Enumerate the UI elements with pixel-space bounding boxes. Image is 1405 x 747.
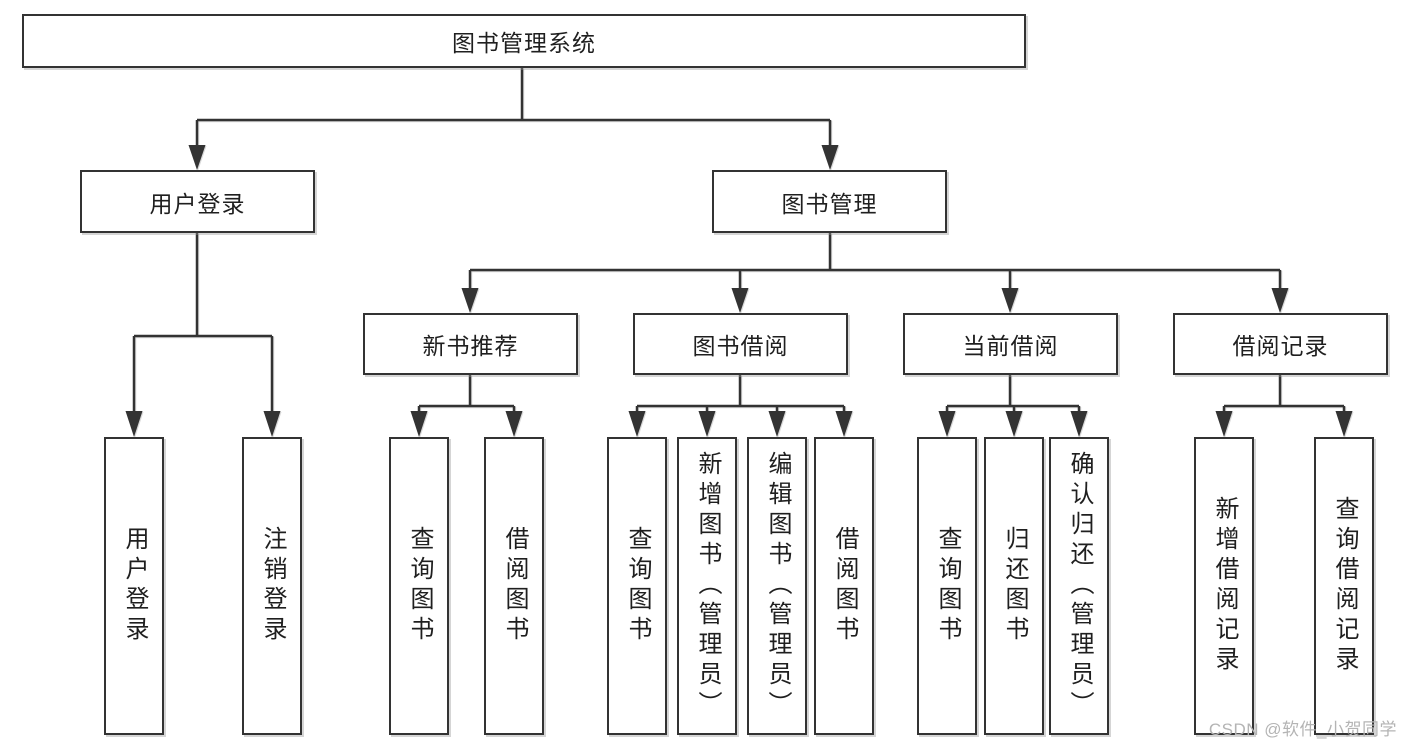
arrow-icon [835, 411, 853, 437]
connector-book-borrowing-trunk [635, 375, 846, 412]
arrow-icon [1271, 288, 1289, 313]
node-book-management-label: 图书管理 [781, 190, 878, 217]
arrow-icon [731, 288, 749, 313]
node-borrowing-records: 借阅记录 [1173, 313, 1388, 375]
leaf-logout-label: 注销登录 [259, 526, 286, 646]
leaf-user-login-label: 用户登录 [121, 526, 148, 646]
leaf-query-borrow-record-label: 查询借阅记录 [1331, 496, 1358, 676]
arrow-icon [698, 411, 716, 437]
arrowheads [125, 145, 1353, 437]
arrow-icon [938, 411, 956, 437]
arrow-icon [821, 145, 839, 170]
leaf-edit-books-admin: 编辑图书（管理员） [747, 437, 807, 735]
node-current-borrowing-label: 当前借阅 [962, 333, 1059, 359]
node-new-book-recommendation-label: 新书推荐 [422, 333, 519, 359]
leaf-borrow-books-1: 借阅图书 [484, 437, 544, 735]
node-root-label: 图书管理系统 [452, 30, 596, 56]
node-root: 图书管理系统 [22, 14, 1026, 68]
leaf-confirm-return-admin: 确认归还（管理员） [1049, 437, 1109, 735]
leaf-add-borrow-record: 新增借阅记录 [1194, 437, 1254, 735]
node-book-management: 图书管理 [712, 170, 947, 233]
connector-root-trunk [195, 68, 832, 146]
connector-book-management-trunk [468, 233, 1282, 290]
arrow-icon [461, 288, 479, 313]
leaf-logout: 注销登录 [242, 437, 302, 735]
arrow-icon [768, 411, 786, 437]
leaf-edit-books-admin-label: 编辑图书（管理员） [764, 451, 791, 721]
leaf-borrow-books-1-label: 借阅图书 [501, 526, 528, 646]
node-current-borrowing: 当前借阅 [903, 313, 1118, 375]
arrow-icon [125, 411, 143, 437]
leaf-query-books-1: 查询图书 [389, 437, 449, 735]
leaf-query-books-3-label: 查询图书 [934, 526, 961, 646]
arrow-icon [505, 411, 523, 437]
leaf-return-books-label: 归还图书 [1001, 526, 1028, 646]
connector-user-login-trunk [132, 233, 274, 412]
arrow-icon [1335, 411, 1353, 437]
leaf-borrow-books-2-label: 借阅图书 [831, 526, 858, 646]
leaf-query-books-2-label: 查询图书 [624, 526, 651, 646]
arrow-icon [188, 145, 206, 170]
leaf-query-books-1-label: 查询图书 [406, 526, 433, 646]
arrow-icon [263, 411, 281, 437]
leaf-confirm-return-admin-label: 确认归还（管理员） [1066, 451, 1093, 721]
node-user-login: 用户登录 [80, 170, 315, 233]
leaf-query-books-3: 查询图书 [917, 437, 977, 735]
connector-current-borrowing-trunk [945, 375, 1081, 412]
leaf-add-books-admin-label: 新增图书（管理员） [694, 451, 721, 721]
leaf-add-borrow-record-label: 新增借阅记录 [1211, 496, 1238, 676]
connector-borrowing-records-trunk [1222, 375, 1346, 412]
leaf-add-books-admin: 新增图书（管理员） [677, 437, 737, 735]
node-book-borrowing-label: 图书借阅 [692, 333, 789, 359]
connector-new-book-trunk [417, 375, 516, 412]
node-new-book-recommendation: 新书推荐 [363, 313, 578, 375]
arrow-icon [1070, 411, 1088, 437]
leaf-query-books-2: 查询图书 [607, 437, 667, 735]
leaf-user-login: 用户登录 [104, 437, 164, 735]
node-borrowing-records-label: 借阅记录 [1232, 333, 1329, 359]
arrow-icon [628, 411, 646, 437]
arrow-icon [1215, 411, 1233, 437]
csdn-watermark: CSDN @软件_小贺同学 [1208, 720, 1397, 739]
leaf-query-borrow-record: 查询借阅记录 [1314, 437, 1374, 735]
leaf-borrow-books-2: 借阅图书 [814, 437, 874, 735]
leaf-return-books: 归还图书 [984, 437, 1044, 735]
node-user-login-label: 用户登录 [149, 190, 246, 217]
arrow-icon [410, 411, 428, 437]
arrow-icon [1005, 411, 1023, 437]
node-book-borrowing: 图书借阅 [633, 313, 848, 375]
arrow-icon [1001, 288, 1019, 313]
